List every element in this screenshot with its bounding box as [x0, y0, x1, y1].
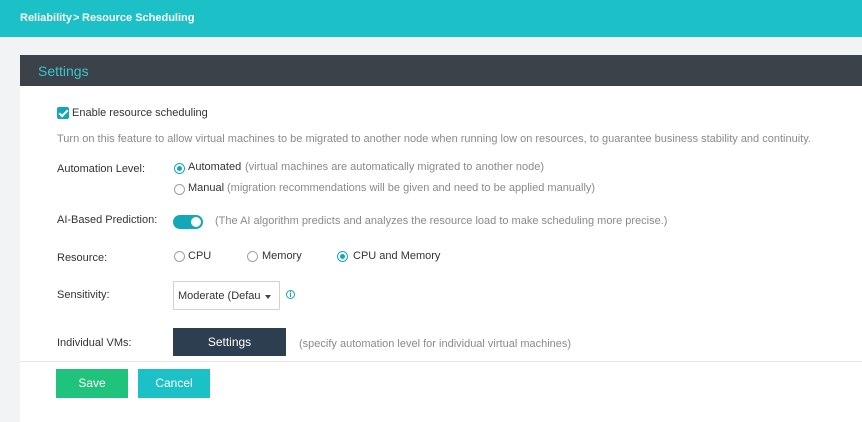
panel-title: Settings — [38, 63, 89, 79]
enable-scheduling-label: Enable resource scheduling — [72, 107, 208, 119]
automation-manual-label[interactable]: Manual — [188, 182, 225, 194]
breadcrumb-separator: > — [73, 12, 80, 24]
automation-manual-radio[interactable] — [174, 184, 185, 195]
ai-prediction-label: AI-Based Prediction: — [57, 214, 158, 226]
automation-manual-hint: (migration recommendations will be given… — [227, 182, 596, 194]
resource-cpu-memory-radio[interactable] — [337, 251, 348, 262]
chevron-down-icon — [265, 295, 271, 299]
toggle-knob — [191, 217, 201, 227]
enable-description: Turn on this feature to allow virtual ma… — [57, 133, 811, 145]
panel-header: Settings — [20, 55, 862, 86]
sensitivity-value: Moderate (Defau — [178, 290, 260, 302]
cancel-button[interactable]: Cancel — [138, 369, 210, 398]
resource-cpu-radio[interactable] — [174, 251, 185, 262]
resource-memory-label[interactable]: Memory — [262, 250, 302, 262]
enable-scheduling-checkbox[interactable] — [57, 107, 69, 119]
resource-label: Resource: — [57, 252, 108, 264]
resource-cpu-label[interactable]: CPU — [188, 250, 212, 262]
sensitivity-label: Sensitivity: — [57, 289, 110, 301]
breadcrumb-current: Resource Scheduling — [82, 12, 195, 24]
individual-vms-label: Individual VMs: — [57, 337, 132, 349]
divider — [20, 361, 862, 362]
automation-automated-radio[interactable] — [174, 163, 185, 174]
automation-level-label: Automation Level: — [57, 163, 146, 175]
individual-vms-hint: (specify automation level for individual… — [299, 338, 572, 350]
resource-cpu-memory-label[interactable]: CPU and Memory — [353, 250, 441, 262]
info-icon[interactable]: i — [286, 290, 295, 299]
ai-prediction-hint: (The AI algorithm predicts and analyzes … — [215, 215, 668, 227]
save-button[interactable]: Save — [56, 369, 128, 398]
ai-prediction-toggle[interactable] — [173, 215, 203, 229]
automation-automated-hint: (virtual machines are automatically migr… — [245, 161, 544, 173]
top-bar: Reliability > Resource Scheduling — [0, 0, 862, 37]
resource-memory-radio[interactable] — [247, 251, 258, 262]
settings-panel: Settings Enable resource scheduling Turn… — [20, 55, 862, 422]
sensitivity-select[interactable]: Moderate (Defau — [173, 281, 280, 310]
breadcrumb-root[interactable]: Reliability — [20, 12, 72, 24]
individual-vms-settings-button[interactable]: Settings — [173, 328, 286, 356]
automation-automated-label[interactable]: Automated — [188, 161, 242, 173]
